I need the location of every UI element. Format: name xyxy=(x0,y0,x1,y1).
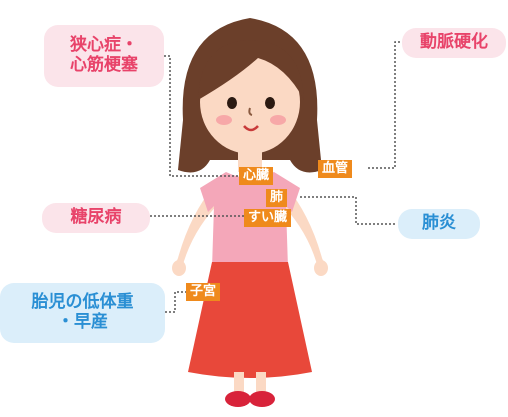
callout-diabetes: 糖尿病 xyxy=(42,203,150,233)
callout-diabetes-label: 糖尿病 xyxy=(70,207,122,228)
nose xyxy=(248,107,253,116)
bangs xyxy=(198,40,304,100)
right-shoe xyxy=(249,391,275,407)
right-hand xyxy=(314,260,328,276)
organ-tag-lung: 肺 xyxy=(266,189,288,207)
skirt xyxy=(188,262,312,378)
callout-arteriosclerosis: 動脈硬化 xyxy=(402,28,506,58)
callout-low-birth-weight: 胎児の低体重 ・早産 xyxy=(0,283,165,343)
callout-angina: 狭心症・ 心筋梗塞 xyxy=(44,25,164,87)
callout-arteriosclerosis-label: 動脈硬化 xyxy=(420,32,488,53)
mouth xyxy=(243,125,259,132)
organ-tag-heart: 心臓 xyxy=(239,167,274,185)
left-shoe xyxy=(225,391,251,407)
organ-tag-uterus: 子宮 xyxy=(186,283,221,301)
right-leg xyxy=(256,372,266,396)
callout-angina-line2: 心筋梗塞 xyxy=(70,55,138,75)
callout-pneumonia: 肺炎 xyxy=(398,209,480,239)
left-eye xyxy=(227,97,237,109)
leader-lines xyxy=(150,41,400,313)
leader-low-birth-weight xyxy=(165,291,186,313)
neck xyxy=(238,150,262,172)
left-cheek xyxy=(216,115,232,125)
left-leg xyxy=(234,372,244,396)
right-cheek xyxy=(270,115,286,125)
left-hand xyxy=(172,260,186,276)
organ-tag-pancreas: すい臓 xyxy=(244,209,292,227)
organ-tag-blood-vessel: 血管 xyxy=(318,160,353,178)
leader-arteriosclerosis xyxy=(366,41,400,169)
callout-pneumonia-label: 肺炎 xyxy=(422,213,456,234)
leader-pneumonia xyxy=(300,196,396,225)
callout-low-birth-weight-line1: 胎児の低体重 xyxy=(31,292,134,313)
callout-angina-line1: 狭心症・ xyxy=(70,35,138,56)
right-eye xyxy=(265,97,275,109)
callout-low-birth-weight-line2: ・早産 xyxy=(57,312,108,332)
leader-angina xyxy=(164,55,246,177)
